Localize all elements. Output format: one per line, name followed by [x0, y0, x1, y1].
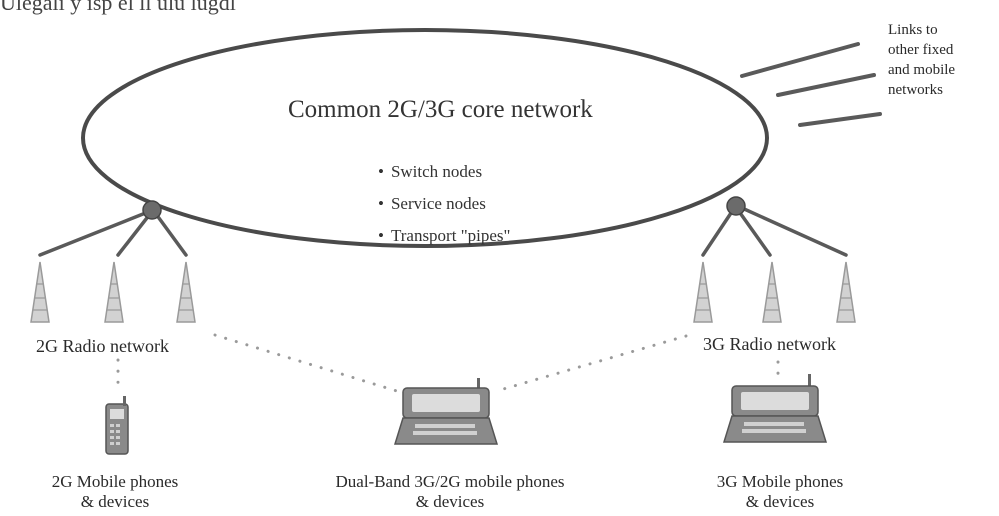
header-fragment: Ulegali y isp el ll ulu lugdl — [0, 0, 236, 15]
dual-band-label-line: Dual-Band 3G/2G mobile phones — [335, 472, 565, 491]
towers-2g — [30, 261, 196, 323]
mobile-2g-label: 2G Mobile phones & devices — [30, 472, 200, 511]
dotted-link-2g-dual — [213, 333, 402, 394]
communicator-device-icon — [393, 378, 499, 445]
core-network-bullets: Switch nodes Service nodes Transport "pi… — [378, 162, 511, 258]
node-2g-group — [38, 200, 188, 257]
dotted-link-3g-dual — [498, 334, 688, 392]
radio-tower-icon — [762, 261, 782, 323]
mobile-3g-label-line: & devices — [745, 491, 815, 511]
core-network-ellipse — [81, 28, 769, 248]
dual-band-label: Dual-Band 3G/2G mobile phones & devices — [290, 472, 610, 511]
mobile-3g-label-line: 3G Mobile phones — [716, 472, 844, 491]
radio-tower-icon — [104, 261, 124, 323]
bullet-transport-pipes: Transport "pipes" — [378, 226, 511, 246]
spoke-line — [154, 212, 188, 257]
spoke-line — [701, 208, 735, 257]
external-link-line — [776, 73, 876, 97]
radio-tower-icon — [30, 261, 50, 323]
spoke-line — [736, 208, 772, 257]
external-link-line — [798, 112, 882, 127]
spoke-line — [116, 212, 152, 257]
radio-2g-label: 2G Radio network — [36, 336, 169, 356]
node-3g-group — [701, 196, 848, 257]
mobile-2g-label-line: 2G Mobile phones — [51, 472, 179, 491]
links-label: Links to other fixed and mobile networks — [888, 20, 955, 100]
radio-3g-label: 3G Radio network — [703, 334, 836, 354]
external-link-line — [740, 42, 860, 78]
spoke-line — [740, 206, 848, 257]
dual-band-label-line: & devices — [415, 491, 485, 511]
core-network-title: Common 2G/3G core network — [288, 96, 593, 123]
spoke-line — [38, 210, 150, 257]
towers-3g — [693, 261, 856, 323]
dotted-links — [116, 333, 780, 394]
communicator-device-icon — [722, 374, 828, 443]
links-label-line: and mobile — [888, 62, 956, 78]
radio-tower-icon — [836, 261, 856, 323]
external-links — [740, 42, 882, 127]
links-label-line: Links to — [888, 22, 938, 38]
mobile-phone-icon — [105, 396, 129, 455]
network-node-icon — [726, 196, 746, 216]
links-label-line: other fixed — [888, 42, 954, 58]
bullet-service-nodes: Service nodes — [378, 194, 510, 214]
bullet-switch-nodes: Switch nodes — [378, 162, 510, 182]
network-node-icon — [142, 200, 162, 220]
radio-tower-icon — [693, 261, 713, 323]
radio-tower-icon — [176, 261, 196, 323]
links-label-line: networks — [888, 82, 943, 98]
mobile-3g-label: 3G Mobile phones & devices — [690, 472, 870, 511]
mobile-2g-label-line: & devices — [80, 491, 150, 511]
